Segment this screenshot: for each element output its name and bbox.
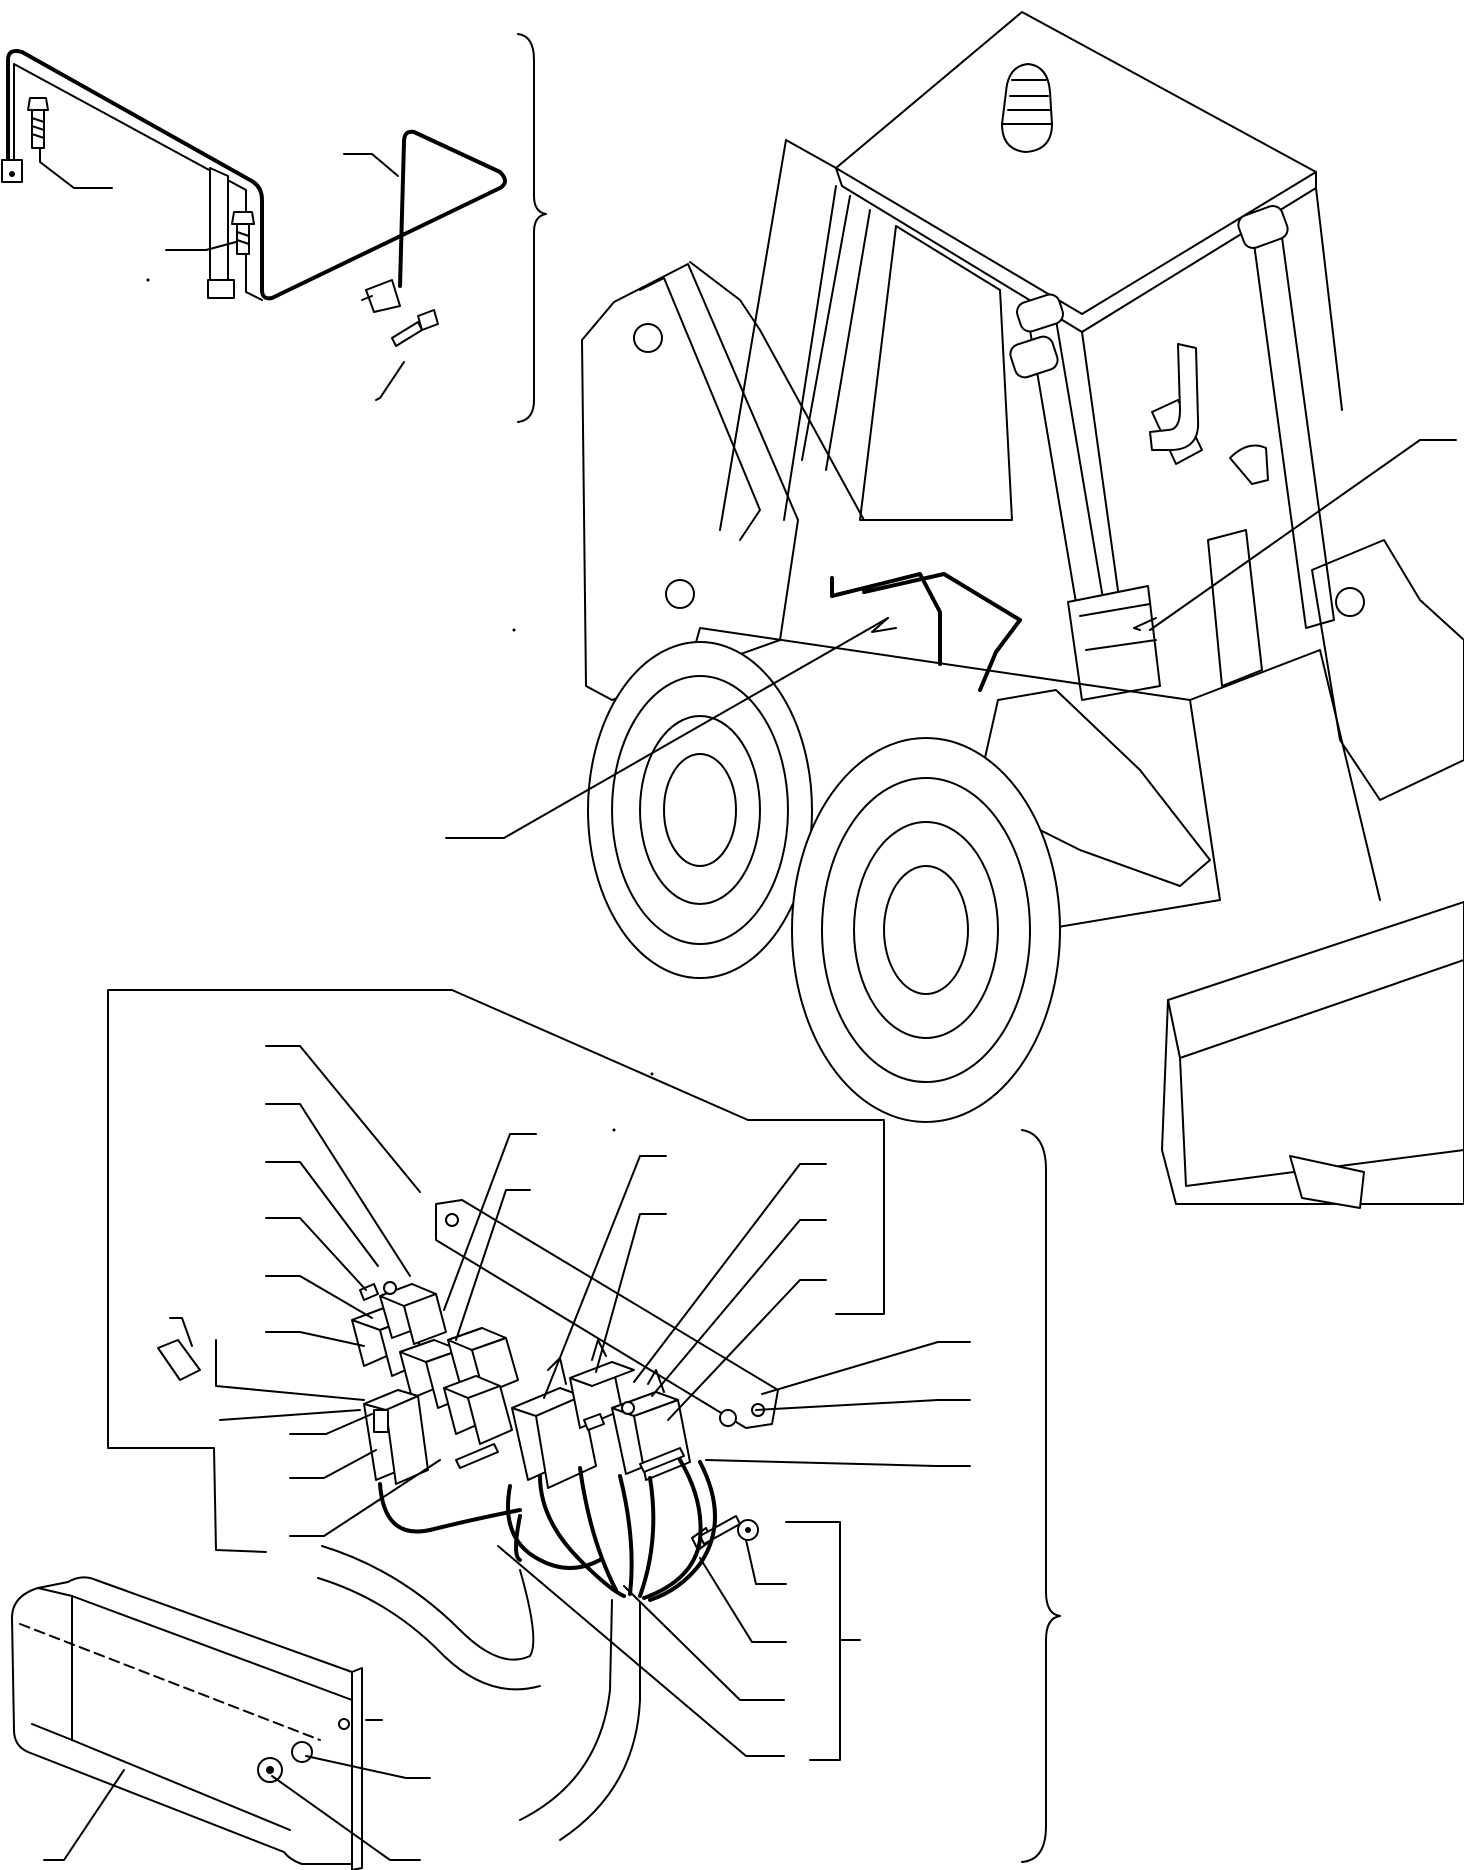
- foot-hole: [9, 171, 15, 177]
- callout-leaders-panel: [169, 1045, 971, 1761]
- cover-washer: [291, 1741, 313, 1763]
- screw-3: [391, 309, 439, 347]
- flasher-clip: [373, 1409, 389, 1433]
- group-brace-top: [517, 33, 547, 423]
- group-frame: [107, 989, 885, 1553]
- flasher-unit: [363, 1389, 429, 1485]
- guard-clip: [365, 279, 401, 313]
- cover-box-body: [11, 1576, 361, 1865]
- bolt-1: [27, 97, 49, 149]
- controller-box-on-loader: [1067, 585, 1161, 701]
- joystick: [1229, 444, 1269, 485]
- wiring-harness: [317, 1458, 717, 1841]
- cab-side-panel: [859, 225, 1013, 521]
- pivot-pin-right: [1335, 587, 1365, 617]
- bolt-2: [231, 211, 255, 255]
- cover-hole: [338, 1718, 350, 1730]
- guard-rail: [6, 49, 507, 301]
- bucket-tooth: [1289, 1155, 1365, 1209]
- guard-on-loader: [830, 572, 1022, 692]
- loader-arm-right: [1311, 539, 1464, 801]
- loader-arm-left: [581, 263, 799, 701]
- cover-box: [11, 1576, 431, 1870]
- cover-flange: [351, 1667, 363, 1870]
- callout-leaders-cover: [43, 1719, 431, 1861]
- work-light-left: [1016, 293, 1064, 333]
- beacon-light: [1001, 63, 1053, 153]
- mounting-plate: [435, 1199, 779, 1429]
- group-brace-bottom: [1021, 1129, 1061, 1863]
- pivot-pin-upper: [633, 323, 663, 353]
- bucket: [1161, 901, 1464, 1205]
- strut-foot: [207, 279, 235, 299]
- guard-bracket-group: [1, 33, 547, 423]
- relay-panel-group: [107, 989, 1061, 1863]
- guard-strut: [209, 167, 229, 291]
- cab-handle: [1149, 343, 1200, 451]
- relay-5: [443, 1375, 513, 1445]
- front-wheel: [587, 641, 813, 979]
- pivot-pin-lower: [665, 579, 695, 609]
- plate-hole-left: [445, 1213, 459, 1227]
- callout-leaders-top: [39, 147, 405, 401]
- cab-frame: [719, 139, 1343, 649]
- cab-roof: [835, 11, 1317, 315]
- work-light-right: [1237, 204, 1289, 250]
- work-light-lower: [1009, 335, 1059, 379]
- rear-wheel: [791, 737, 1061, 1123]
- callout-leaders-loader: [445, 439, 1457, 839]
- skid-steer-loader: [445, 11, 1464, 1209]
- relay-2: [379, 1283, 447, 1345]
- panel-fasteners: [359, 1281, 759, 1551]
- loader-arm-left-inner: [639, 261, 865, 541]
- guard-rail-inner: [13, 63, 263, 301]
- control-tower: [1207, 529, 1263, 687]
- diode-part: [157, 1339, 201, 1381]
